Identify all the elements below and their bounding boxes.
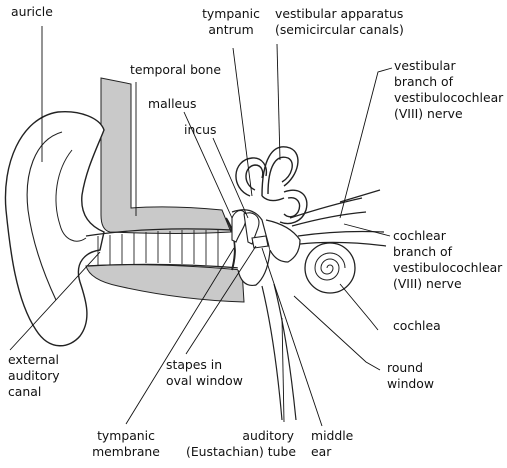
vestibulocochlear-nerve <box>290 190 386 246</box>
leader-vestibular-branch <box>340 68 392 218</box>
stapes-shape <box>252 236 268 248</box>
label-cochlea: cochlea <box>393 318 441 334</box>
label-middle-ear: middle ear <box>311 428 353 460</box>
label-incus: incus <box>184 122 216 138</box>
leader-cochlea <box>340 284 378 330</box>
label-cochlear-branch: cochlear branch of vestibulocochlear (VI… <box>393 228 502 292</box>
eustachian-tube <box>262 284 296 420</box>
leader-incus <box>213 138 248 218</box>
leader-round-window <box>294 296 380 370</box>
leader-stapes <box>186 246 256 354</box>
cochlea-shape <box>305 243 355 293</box>
vestibule <box>266 220 300 262</box>
leader-auditory-tube <box>282 318 284 422</box>
label-temporal-bone: temporal bone <box>130 62 221 78</box>
label-vestibular-apparatus: vestibular apparatus (semicircular canal… <box>275 6 404 38</box>
leader-cochlear-branch <box>344 224 390 236</box>
label-tympanic-antrum: tympanic antrum <box>192 6 270 38</box>
label-auditory-tube: auditory (Eustachian) tube <box>186 428 294 460</box>
label-vestibular-branch: vestibular branch of vestibulocochlear (… <box>394 58 503 122</box>
label-stapes: stapes in oval window <box>166 357 243 389</box>
label-auricle: auricle <box>11 4 53 20</box>
label-round-window: round window <box>387 360 434 392</box>
label-tympanic-membrane: tympanic membrane <box>80 428 172 460</box>
leader-vestibular-apparatus <box>277 44 280 160</box>
label-malleus: malleus <box>148 96 196 112</box>
canal-ridges <box>98 230 218 266</box>
label-external-auditory-canal: external auditory canal <box>8 352 60 400</box>
auricle-outline <box>5 112 104 346</box>
